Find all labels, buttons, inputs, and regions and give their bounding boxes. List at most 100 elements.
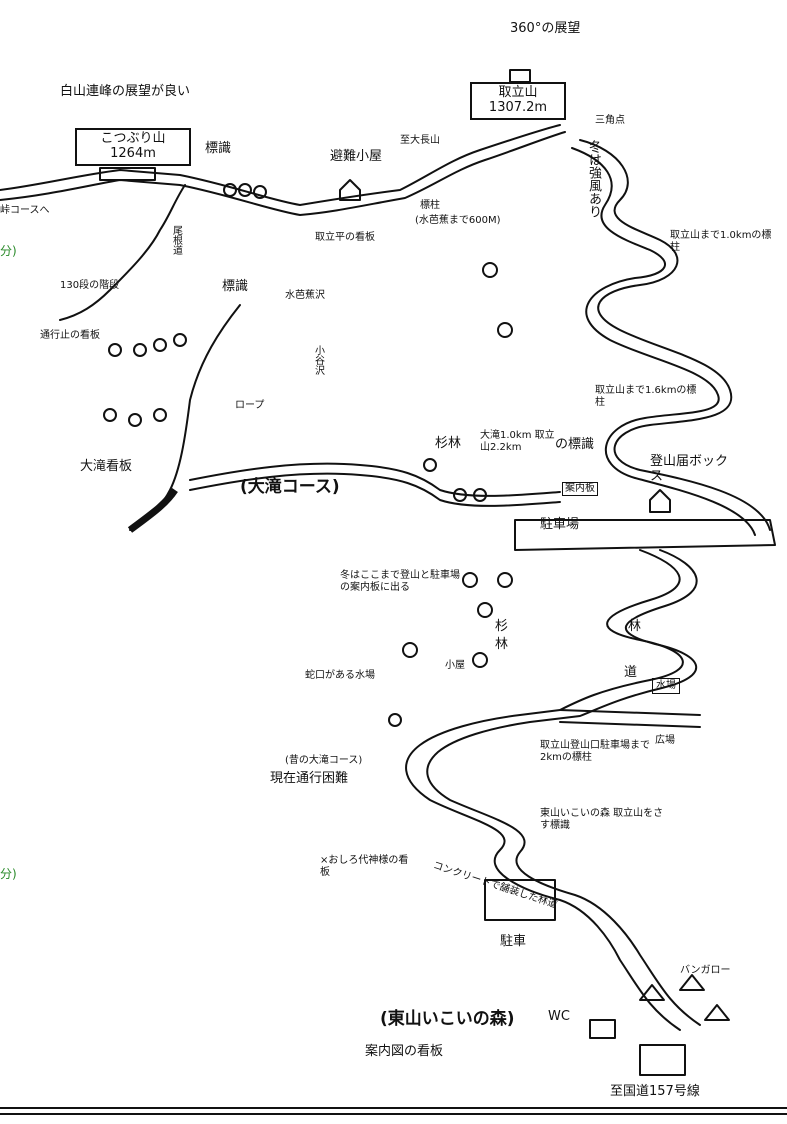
tree: [253, 185, 267, 199]
bottom-border-1: [0, 1107, 787, 1109]
tree: [388, 713, 402, 727]
label-plaza: 広場: [655, 735, 675, 746]
label-360-view: 360°の展望: [510, 21, 581, 36]
main-trail: [579, 139, 771, 531]
label-post-16km: 取立山まで1.6kmの標柱: [595, 385, 697, 408]
tree: [153, 338, 167, 352]
label-oshiro-sign: ×おしろ代神様の看板: [320, 855, 409, 878]
label-hyoshiki-mid: 標識: [222, 279, 249, 294]
label-old-otaki: (昔の大滝コース): [285, 755, 363, 766]
label-post-water: 標柱: [420, 200, 440, 211]
label-post-water-note: (水芭蕉まで600M): [415, 215, 501, 226]
label-parking-bottom: 駐車: [500, 934, 527, 949]
ridge-descent: [59, 184, 186, 321]
tree: [423, 458, 437, 472]
peak-building-top: [509, 69, 531, 83]
tree: [472, 652, 488, 668]
label-guide-map-board: 案内図の看板: [365, 1044, 444, 1059]
label-bungalow: バンガロー: [680, 965, 731, 976]
label-otaki-sign-note: 大滝1.0km 取立山2.2km: [480, 430, 555, 453]
ridge-trail-edge: [0, 131, 566, 216]
label-parking: 駐車場: [540, 517, 580, 532]
tree: [453, 488, 467, 502]
tree: [477, 602, 493, 618]
peak-name-kotsuburi: こつぶり山: [100, 131, 166, 146]
tree: [173, 333, 187, 347]
label-to-peak-post: 取立山まで1.0kmの標柱: [670, 230, 772, 253]
label-hut-small: 小屋: [445, 660, 465, 671]
label-ridge-path: 尾根道: [170, 225, 182, 255]
label-cedar-mid-2: 林: [495, 637, 509, 652]
label-old-otaki-note: 現在通行困難: [270, 771, 349, 786]
lodge-building: [639, 1044, 686, 1076]
tree: [153, 408, 167, 422]
tree: [497, 322, 513, 338]
peak-elev-torishi: 1307.2m: [488, 99, 548, 115]
label-forest-name: (東山いこいの森): [380, 1009, 515, 1029]
tree: [238, 183, 252, 197]
label-cedar-mid-1: 杉: [495, 619, 509, 634]
peak-elev-kotsuburi: 1264m: [110, 145, 156, 161]
peak-building-left: [99, 167, 156, 181]
bottom-border-2: [0, 1113, 787, 1115]
label-cedar-top: 杉林: [435, 436, 462, 451]
label-info-board-small: 案内板: [562, 482, 598, 496]
label-water-box: 水場: [652, 678, 680, 694]
label-sankakuten: 三角点: [595, 115, 625, 126]
tree: [482, 262, 498, 278]
label-forest-road-1: 林: [628, 619, 642, 634]
label-hyoshiki-top: 標識: [205, 141, 232, 156]
tree: [462, 572, 478, 588]
otaki-course-trail: [189, 462, 561, 497]
bungalow-1: [639, 984, 665, 1001]
label-refuge-hut: 避難小屋: [330, 149, 383, 164]
tree: [402, 642, 418, 658]
label-otaki-course: (大滝コース): [240, 477, 340, 497]
wc-building: [589, 1019, 616, 1039]
label-mizubasho-sawa: 水芭蕉沢: [285, 290, 325, 301]
label-winter-note: 冬はここまで登山と駐車場の案内板に出る: [340, 570, 460, 593]
label-to-route: 至国道157号線: [610, 1084, 700, 1099]
label-post-2km: 取立山登山口駐車場まで2kmの標柱: [540, 740, 650, 763]
label-waterfall-sign: 大滝看板: [80, 459, 133, 474]
tree: [103, 408, 117, 422]
info-hut: [649, 489, 671, 513]
left-edge-text-1: 分): [0, 244, 17, 258]
forest-road-edge: [426, 549, 701, 1026]
main-trail-edge: [571, 147, 756, 536]
label-hakusan-view: 白山連峰の展望が良い: [60, 84, 191, 99]
label-otaki-sign: の標識: [555, 437, 595, 452]
parking-box-bottom: [484, 879, 556, 921]
tree: [108, 343, 122, 357]
label-pass-course: 峠コースへ: [0, 205, 50, 216]
parking-area: [514, 519, 776, 551]
peak-name-torishi: 取立山: [498, 85, 538, 100]
label-winter-wind: 冬は強風あり: [585, 140, 601, 218]
peak-box-torishi: 取立山 1307.2m: [470, 82, 566, 120]
label-forest-road-2: 道: [624, 665, 638, 680]
label-to-ohara: 至大長山: [400, 135, 440, 146]
label-kozawa: 小谷沢: [312, 345, 324, 375]
forest-road: [405, 549, 684, 1031]
hut-shape: [339, 179, 361, 201]
waterfall: [127, 487, 178, 533]
tree: [473, 488, 487, 502]
bungalow-3: [704, 1004, 730, 1021]
tree: [223, 183, 237, 197]
label-steps: 130段の階段: [60, 280, 120, 291]
tree: [497, 572, 513, 588]
otaki-course-edge: [189, 472, 561, 507]
tree: [128, 413, 142, 427]
label-closed-sign: 通行止の看板: [40, 330, 100, 341]
label-higashiyama-sign: 東山いこいの森 取立山をさす標識: [540, 808, 664, 831]
label-rope: ロープ: [235, 400, 265, 411]
label-torishi-sign: 取立平の看板: [315, 232, 375, 243]
bungalow-2: [679, 974, 705, 991]
label-wc: WC: [548, 1009, 570, 1024]
tree: [133, 343, 147, 357]
label-faucet-water: 蛇口がある水場: [305, 670, 375, 681]
label-climb-box: 登山届ボックス: [650, 454, 729, 484]
left-edge-text-2: 分): [0, 867, 17, 881]
peak-box-kotsuburi: こつぶり山 1264m: [75, 128, 191, 166]
